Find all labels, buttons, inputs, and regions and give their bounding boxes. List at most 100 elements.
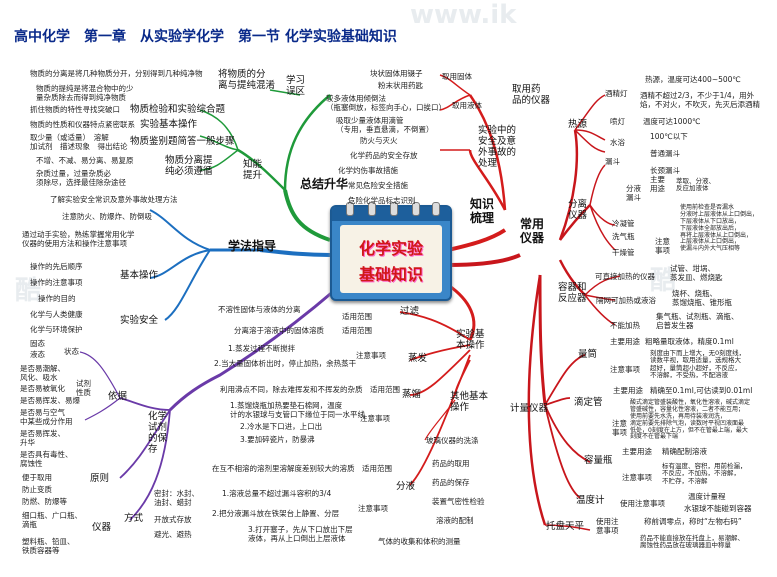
improve-item: 不增、不减、易分离、易复原 [36, 156, 134, 165]
funnel-label: 漏斗 [605, 157, 620, 166]
methods-item: 操作的先后顺序 [30, 262, 83, 271]
other-item: 气体的收集和体积的测量 [378, 537, 461, 546]
torch-text: 温度可达1000℃ [643, 117, 701, 126]
condenser-label: 冷凝管 [612, 219, 635, 228]
methods-item: 注意防火、防爆炸、防倒吸 [62, 212, 152, 221]
watermark: www.ik [410, 0, 517, 30]
liquid-item: 较多液体用倾倒法 （瓶塞倒放，标签向手心，口挨口） [326, 94, 446, 112]
distill-note: 1.蒸馏烧瓶加热要垫石棉网，温度 计的水银球与支管口下缘位于同一水平线 [230, 401, 365, 419]
extract-note: 3.打开塞子，先从下口放出下层 液体，再从上口倒出上层液体 [248, 525, 353, 543]
other-ops-label: 其他基本 操作 [450, 391, 489, 413]
funnel-item: 分液 漏斗 [626, 184, 641, 202]
filter-text: 不溶性固体与液体的分离 [218, 305, 301, 314]
distill-note: 2.冷水是下口进，上口出 [240, 422, 323, 431]
distill-note-label: 注意事项 [360, 414, 390, 423]
thermo-label: 温度计 [576, 495, 605, 506]
burette-note: 酸式滴定管盛装酸性，氧化性溶液，碱式滴定 管盛碱性，容量化性溶液，二者不能互用；… [630, 399, 751, 441]
lamp-label: 酒精灯 [605, 89, 628, 98]
principle-item: 防燃、防爆等 [22, 497, 67, 506]
thermo-use: 使用注意事项 [620, 499, 665, 508]
other-item: 玻璃仪器的洗涤 [426, 436, 479, 445]
methods-item: 了解实验安全常识及意外事故处理方法 [50, 195, 178, 204]
storage-property: 试剂 性质 [76, 379, 91, 397]
property-item: 是否易被氧化 [20, 384, 65, 393]
cylinder-use: 粗略量取液体，精度0.1ml [645, 337, 734, 346]
ring-icon [346, 202, 354, 216]
extract-note-label: 注意事项 [358, 504, 388, 513]
flask-note: 标有温度、容积，用前检漏， 不反应，不加热，不溶解， 不贮存，不溶解 [662, 462, 747, 485]
storage-state-item: 液态 [30, 350, 45, 359]
improve-item: 抓住物质的特性寻找突破口 [30, 105, 120, 114]
branch-summary: 总结升华 [300, 177, 349, 191]
torch-label: 喷灯 [610, 117, 625, 126]
storage-basis: 依据 [108, 391, 128, 402]
water-text: 100℃以下 [650, 132, 688, 141]
extract-label: 分液 [396, 481, 416, 492]
other-item: 装置气密性检验 [432, 497, 485, 506]
distill-text: 利用沸点不同，除去难挥发和不挥发的杂质 适用范围 [220, 385, 400, 394]
storage-container: 仪器 [92, 522, 112, 533]
flask-note-label: 注意事项 [622, 473, 652, 482]
solid-item: 粉末状用药匙 [378, 81, 423, 90]
methods-item: 操作的注意事项 [30, 278, 83, 287]
ring-icon [390, 202, 398, 216]
center-title-line2: 基础知识 [358, 265, 423, 284]
center-topic-card: 化学实验 基础知识 [330, 202, 452, 301]
drug-taking-label: 取用药 品的仪器 [512, 84, 551, 106]
asbestos-heat: 隔网可加热或液浴 [596, 296, 656, 305]
storage-manner: 方式 [124, 513, 144, 524]
cylinder-label: 量筒 [578, 349, 598, 360]
flask-label: 容量瓶 [584, 455, 613, 466]
manner-item: 开放式存放 [154, 515, 192, 524]
watermark: 酷 [650, 266, 677, 296]
ring-icon [412, 202, 420, 216]
direct-heat: 可直接加热的仪器 [595, 272, 655, 281]
extract-text: 在互不相溶的溶剂里溶解度差别较大的溶质 适用范围 [212, 464, 392, 473]
safety-label: 实验中的 安全及意 外事故的 处理 [478, 125, 517, 169]
other-item: 药品的取用 [432, 459, 470, 468]
balance-item: 称前调零点，称时“左物右码” [644, 517, 742, 526]
funnel-use: 主要 用途 [650, 175, 665, 193]
balance-label: 托盘天平 [546, 521, 585, 532]
washer-label: 洗气瓶 [612, 232, 635, 241]
basic-ops-label: 实验基 本操作 [456, 329, 485, 351]
balance-item: 药品不能直接放在托盘上，易潮解、 腐蚀性药品放在玻璃器皿中称量 [640, 534, 744, 550]
asbestos-heat-text: 烧杯、烧瓶、 蒸馏烧瓶、锥形瓶 [672, 289, 732, 307]
container-item: 细口瓶、广口瓶、 滴瓶 [22, 511, 82, 529]
property-item: 是否易与空气 中某些成分作用 [20, 408, 73, 426]
safety-item: 化学药品的安全存放 [350, 151, 418, 160]
measure-label: 计量仪器 [510, 403, 549, 414]
heat-label: 热源 [568, 119, 588, 130]
review-item: 物质的提纯是将混合物中的少 量杂质除去而得到纯净物质 [36, 84, 134, 102]
balance-use: 使用注 意事项 [596, 517, 619, 535]
safety-item: 化学灼伤事故措施 [338, 166, 398, 175]
improve-item: 物质分离提 纯必须遵循 [165, 155, 213, 177]
funnel-use-text: 萃取、分液、 反应加液体 [676, 177, 715, 193]
watermark: 酷 [15, 276, 42, 306]
cylinder-note: 刻度由下而上增大，无0刻度线， 读数平视，取用适量，选规格大 超好，量筒超小超好… [650, 349, 746, 380]
storage-principle: 原则 [90, 473, 110, 484]
improve-item: 取少量（或适量） 溶解 加试剂 描述现象 得出结论 [30, 133, 128, 151]
funnel-item: 长颈漏斗 [650, 166, 680, 175]
funnel-item: 普通漏斗 [650, 149, 680, 158]
lamp-item: 热源，温度可达400~500℃ [645, 75, 741, 84]
calendar-face: 化学实验 基础知识 [340, 225, 442, 293]
methods-item: 化学与环境保护 [30, 325, 83, 334]
page-title: 高中化学 第一章 从实验学化学 第一节 化学实验基础知识 [14, 29, 397, 45]
evap-range: 适用范围 [342, 326, 372, 335]
direct-heat-text: 试管、坩埚、 蒸发皿、燃烧匙 [670, 264, 723, 282]
improve-item: 实验基本操作 [140, 119, 198, 130]
property-item: 是否易挥发、易爆 [20, 396, 80, 405]
extract-note: 2.把分液漏斗放在铁架台上静置、分层 [212, 509, 340, 518]
manner-item: 避光、避热 [154, 530, 192, 539]
evap-label: 蒸发 [408, 353, 428, 364]
burette-note-label: 注意 事项 [612, 419, 627, 437]
filter-label: 过滤 [400, 306, 420, 317]
evap-note: 1.蒸发过程不断搅拌 [228, 344, 296, 353]
dryer-label: 干燥管 [612, 248, 635, 257]
other-item: 药品的保存 [432, 478, 470, 487]
branch-methods: 学法指导 [228, 239, 277, 253]
review-label: 学习 误区 [286, 75, 306, 97]
